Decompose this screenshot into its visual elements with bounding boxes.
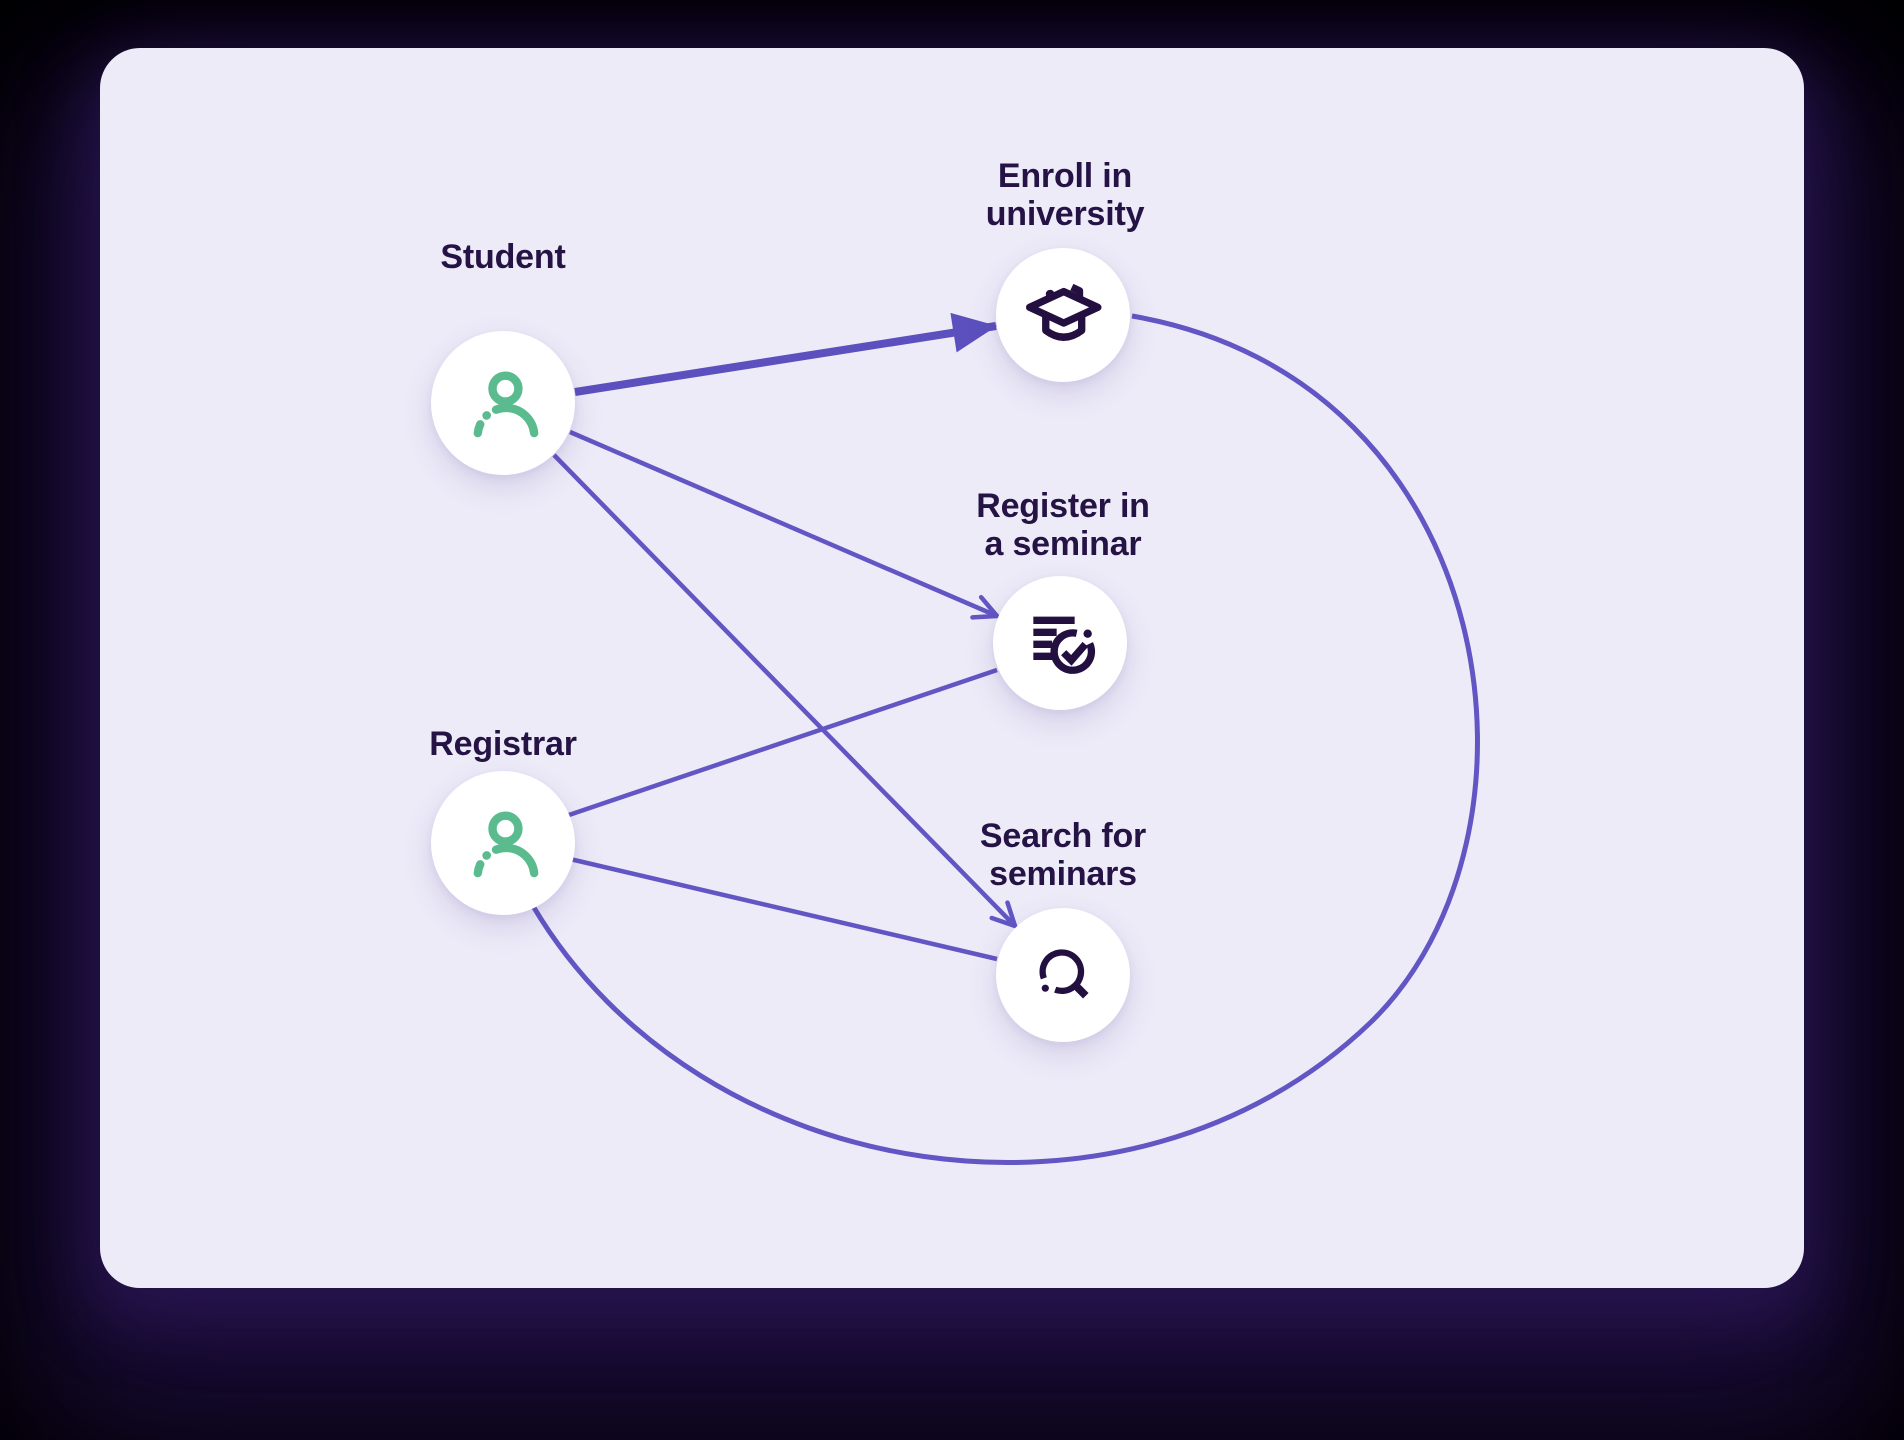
usecase-label-register-line1: Register in: [976, 487, 1150, 525]
edge-registrar-enroll: [530, 313, 1480, 1166]
search-icon: [1039, 949, 1089, 999]
actor-label-registrar: Registrar: [429, 725, 577, 763]
actor-node-registrar: [431, 771, 575, 915]
usecase-node-register: [993, 576, 1127, 710]
person-icon: [473, 371, 539, 438]
edge-student-search: [552, 453, 1018, 929]
edge-registrar-search: [569, 856, 998, 962]
usecase-node-enroll: [996, 248, 1130, 382]
usecase-label-search: Search for seminars: [980, 817, 1146, 893]
usecase-label-register: Register in a seminar: [976, 487, 1150, 563]
edges-layer: [530, 312, 1480, 1166]
usecase-label-enroll-line2: university: [985, 195, 1145, 233]
usecase-label-search-line2: seminars: [989, 855, 1137, 893]
checklist-check-icon: [1033, 616, 1096, 674]
person-icon: [473, 811, 539, 878]
actor-label-student: Student: [440, 238, 566, 276]
edge-student-enroll: [574, 312, 997, 396]
usecase-label-search-line1: Search for: [979, 817, 1147, 855]
usecase-label-enroll: Enroll in university: [986, 157, 1145, 233]
actor-node-student: [431, 331, 575, 475]
usecase-label-register-line2: a seminar: [984, 525, 1142, 563]
edge-registrar-register: [565, 667, 998, 819]
diagram-card: Student Registrar Enroll in university: [100, 48, 1804, 1288]
usecase-label-enroll-line1: Enroll in: [997, 157, 1133, 195]
graduation-cap-icon: [1025, 283, 1102, 341]
usecase-node-search: [996, 908, 1130, 1042]
edge-student-register: [569, 429, 1000, 620]
